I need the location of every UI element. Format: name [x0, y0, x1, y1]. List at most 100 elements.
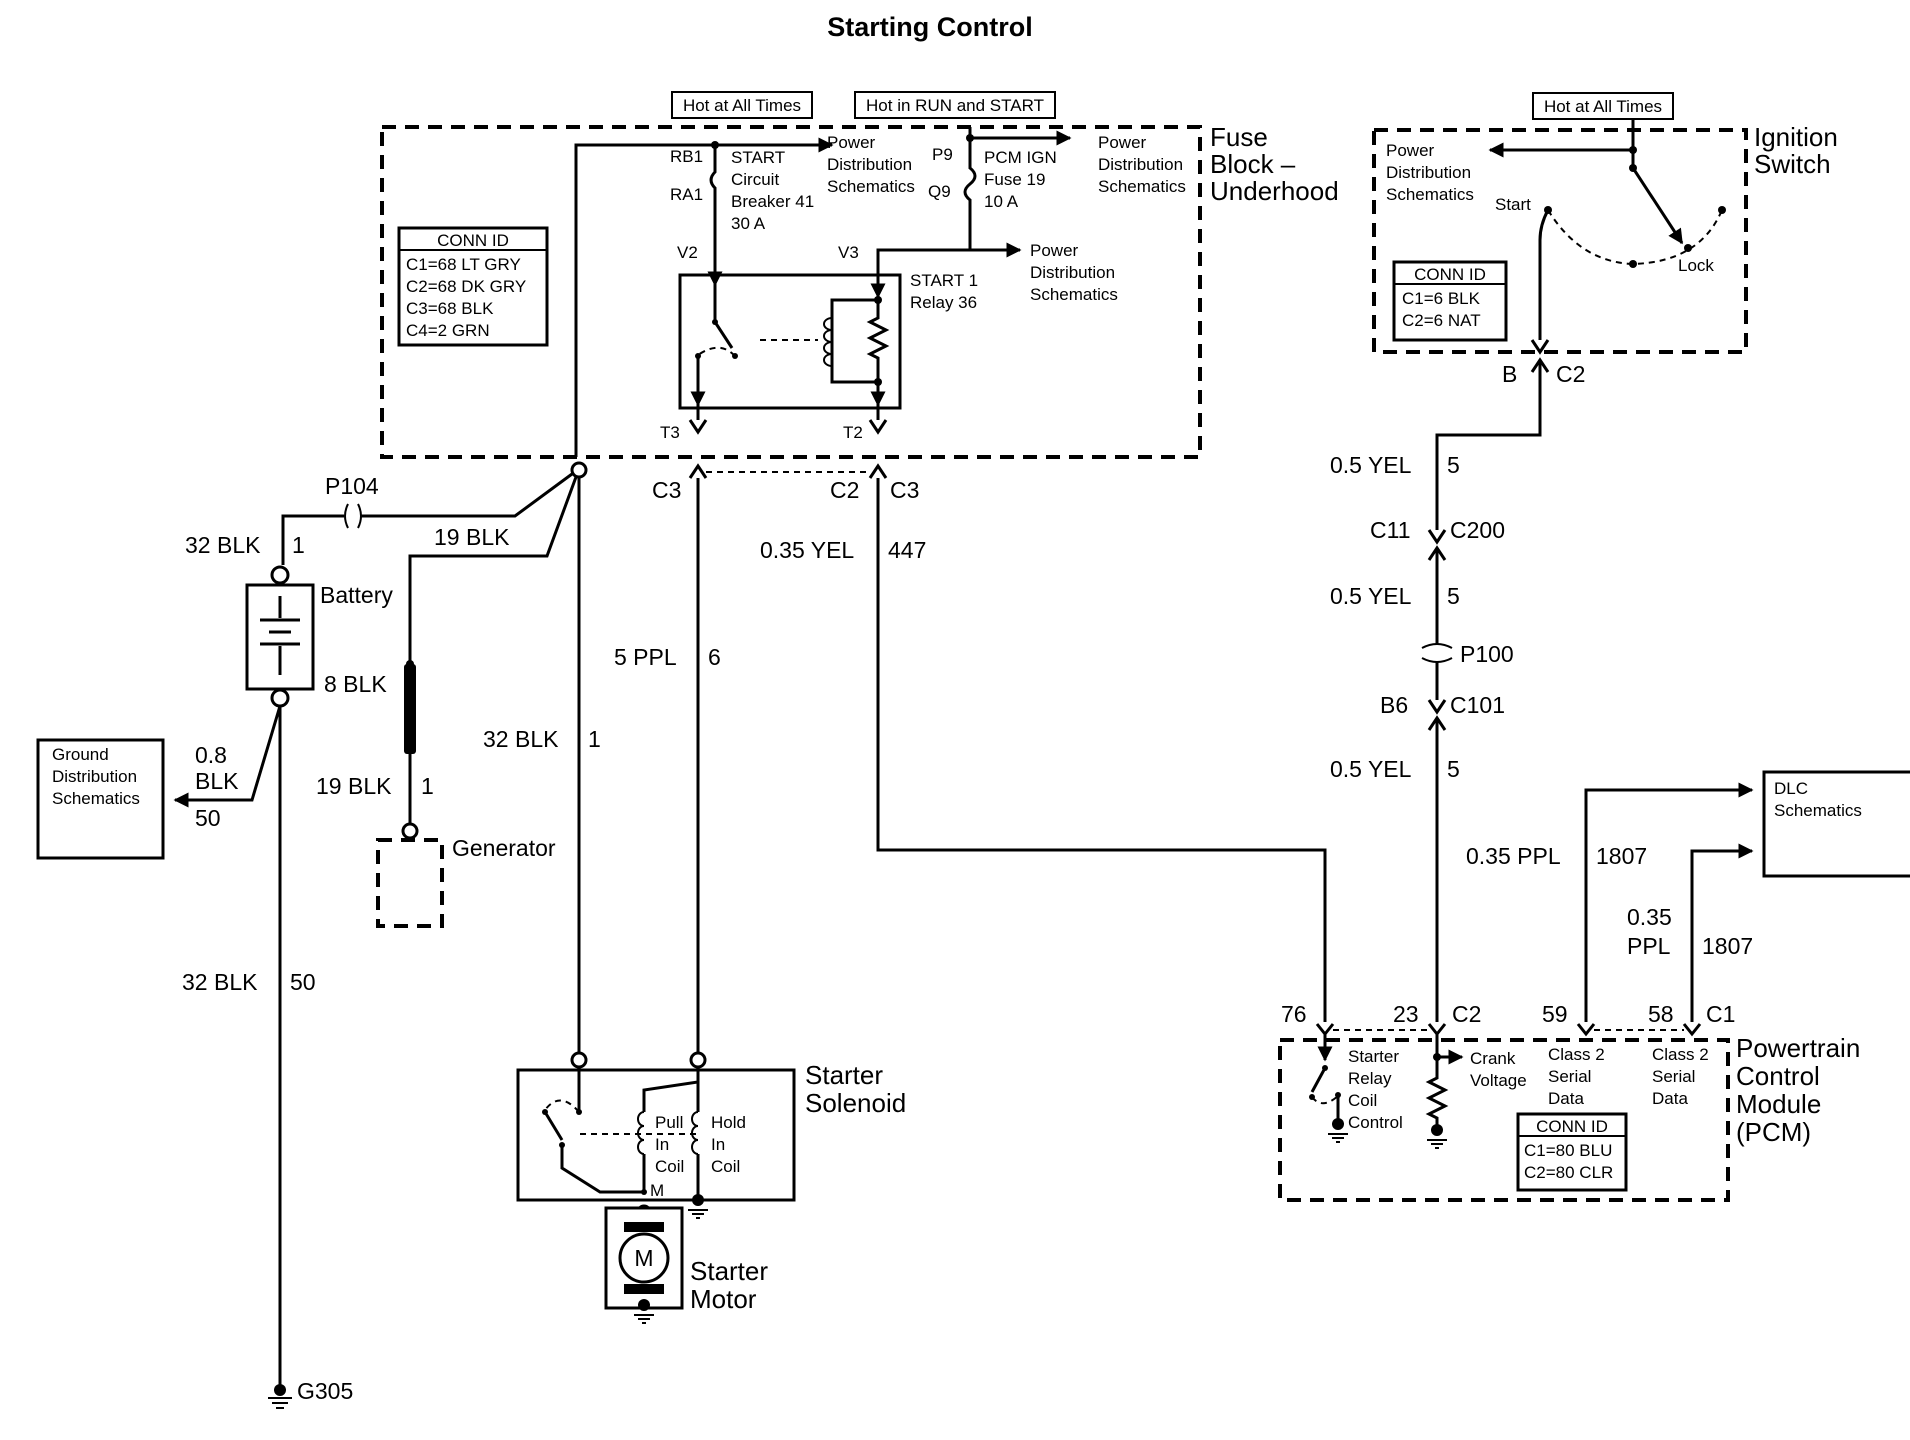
ignition-title-line2: Switch [1754, 149, 1831, 179]
crank-voltage-line2: Voltage [1470, 1071, 1527, 1090]
solenoid-wire-size: 5 PPL [614, 644, 677, 670]
hot-at-all-times-ignition-text: Hot at All Times [1544, 97, 1662, 116]
pull-in-line1: Pull [655, 1113, 683, 1132]
fuse-conn-id-c1: C1=68 LT GRY [406, 255, 521, 274]
gen-feed-label: 19 BLK [434, 524, 510, 550]
hot-at-all-times-ignition-label: Hot at All Times [1532, 92, 1674, 120]
c200-label: C200 [1450, 517, 1505, 543]
class2-b-line1: Class 2 [1652, 1045, 1709, 1064]
pcm-pin-76: 76 [1281, 1001, 1307, 1027]
starter-cable-circuit: 1 [588, 726, 601, 752]
ignition-start-label: Start [1495, 195, 1531, 214]
pcm-title-line3: Module [1736, 1089, 1821, 1119]
battery-cable-size: 32 BLK [185, 532, 261, 558]
start-relay-36: V2 V3 START 1 Relay 36 [677, 243, 978, 420]
fuse-block-title-line3: Underhood [1210, 176, 1339, 206]
fuse-conn-id-title: CONN ID [437, 231, 509, 250]
pcm-title-line1: Powertrain [1736, 1033, 1860, 1063]
connector-c3-mid: C3 [890, 477, 919, 503]
gen-cable2-size: 19 BLK [316, 773, 392, 799]
starter-motor: M Starter Motor [604, 1204, 768, 1324]
fuse-conn-id-c3: C3=68 BLK [406, 299, 494, 318]
ignition-pd-line3: Schematics [1386, 185, 1474, 204]
crank-circuit-3: 5 [1447, 756, 1460, 782]
relay-ctrl-size: 0.35 YEL [760, 537, 854, 563]
c101-label: C101 [1450, 692, 1505, 718]
crank-circuit-1: 5 [1447, 452, 1460, 478]
motor-label-line2: Motor [690, 1284, 757, 1314]
ground-point-label: G305 [297, 1378, 353, 1404]
class2-b-line2: Serial [1652, 1067, 1695, 1086]
class2-a-line3: Data [1548, 1089, 1584, 1108]
fuse-block-conn-id: CONN ID C1=68 LT GRY C2=68 DK GRY C3=68 … [397, 226, 549, 347]
relay-pin-t3: T3 [660, 423, 680, 442]
ground-symbol-g305: G305 [268, 1378, 353, 1409]
pd-schematics-2-line1: Power [1098, 133, 1147, 152]
p104-label: P104 [325, 473, 379, 499]
breaker-line3: Breaker 41 [731, 192, 814, 211]
relay-ctrl-line2: Relay [1348, 1069, 1392, 1088]
generator-label: Generator [452, 835, 556, 861]
ground-wire-size: 0.8 [195, 742, 227, 768]
pcm-conn-id-title: CONN ID [1536, 1117, 1608, 1136]
pull-in-line3: Coil [655, 1157, 684, 1176]
relay-ctrl-circuit: 447 [888, 537, 926, 563]
fuse-conn-id-c2: C2=68 DK GRY [406, 277, 526, 296]
ign-connector-pin: B [1502, 361, 1517, 387]
battery-cable-circuit: 1 [292, 532, 305, 558]
powertrain-control-module: Powertrain Control Module (PCM) Starter … [1278, 1033, 1860, 1202]
ground-cable-size: 32 BLK [182, 969, 258, 995]
c11-label: C11 [1370, 517, 1411, 543]
diagram-title: Starting Control [827, 12, 1032, 42]
dlc-box: DLC Schematics [1762, 770, 1910, 878]
fuse-pin-bottom: Q9 [928, 182, 951, 201]
relay-ctrl-line4: Control [1348, 1113, 1403, 1132]
hot-at-all-times-label: Hot at All Times [671, 91, 813, 119]
hot-in-run-start-text: Hot in RUN and START [866, 96, 1044, 115]
breaker-line1: START [731, 148, 785, 167]
ground-cable-circuit: 50 [290, 969, 316, 995]
solenoid-label-line1: Starter [805, 1060, 883, 1090]
relay-pin-v2: V2 [677, 243, 698, 262]
relay-pin-v3: V3 [838, 243, 859, 262]
crank-size-2: 0.5 YEL [1330, 583, 1412, 609]
breaker-line2: Circuit [731, 170, 779, 189]
pd-schematics-1-line2: Distribution [827, 155, 912, 174]
pcm-title-line2: Control [1736, 1061, 1820, 1091]
class2-a-line1: Class 2 [1548, 1045, 1605, 1064]
start-circuit-breaker: RB1 RA1 START Circuit Breaker 41 30 A [670, 141, 814, 268]
class2-a-line2: Serial [1548, 1067, 1591, 1086]
ign-conn-id-c1: C1=6 BLK [1402, 289, 1481, 308]
hot-at-all-times-text: Hot at All Times [683, 96, 801, 115]
dlc-circuit-2: 1807 [1702, 933, 1753, 959]
p104-connector: P104 [281, 473, 379, 565]
relay-pin-t2: T2 [843, 423, 863, 442]
pd-schematics-2-line2: Distribution [1098, 155, 1183, 174]
ground-wire-circuit: 50 [195, 805, 221, 831]
pcm-conn-id: CONN ID C1=80 BLU C2=80 CLR [1516, 1112, 1628, 1192]
pd-schematics-3-line3: Schematics [1030, 285, 1118, 304]
hold-in-line2: In [711, 1135, 725, 1154]
p100-label: P100 [1460, 641, 1514, 667]
ground-dist-line3: Schematics [52, 789, 140, 808]
starter-cable-size: 32 BLK [483, 726, 559, 752]
pd-schematics-3-line2: Distribution [1030, 263, 1115, 282]
fuse-line1: PCM IGN [984, 148, 1057, 167]
breaker-pin-top: RB1 [670, 147, 703, 166]
gen-cable2-circuit: 1 [421, 773, 434, 799]
ignition-switch: Ignition Switch Power Distribution Schem… [1372, 119, 1838, 354]
dlc-size-2a: 0.35 [1627, 904, 1672, 930]
pd-schematics-1-line1: Power [827, 133, 876, 152]
b6-label: B6 [1380, 692, 1408, 718]
fuse-block-title-line1: Fuse [1210, 122, 1268, 152]
crank-circuit-2: 5 [1447, 583, 1460, 609]
relay-ctrl-line1: Starter [1348, 1047, 1399, 1066]
ground-dist-line1: Ground [52, 745, 109, 764]
motor-symbol: M [634, 1245, 653, 1271]
pcm-pin-23: 23 [1393, 1001, 1419, 1027]
fuse-block-underhood: Fuse Block – Underhood CONN ID C1=68 LT … [380, 122, 1339, 459]
dlc-line1: DLC [1774, 779, 1808, 798]
relay-line1: START 1 [910, 271, 978, 290]
solenoid-wire-circuit: 6 [708, 644, 721, 670]
